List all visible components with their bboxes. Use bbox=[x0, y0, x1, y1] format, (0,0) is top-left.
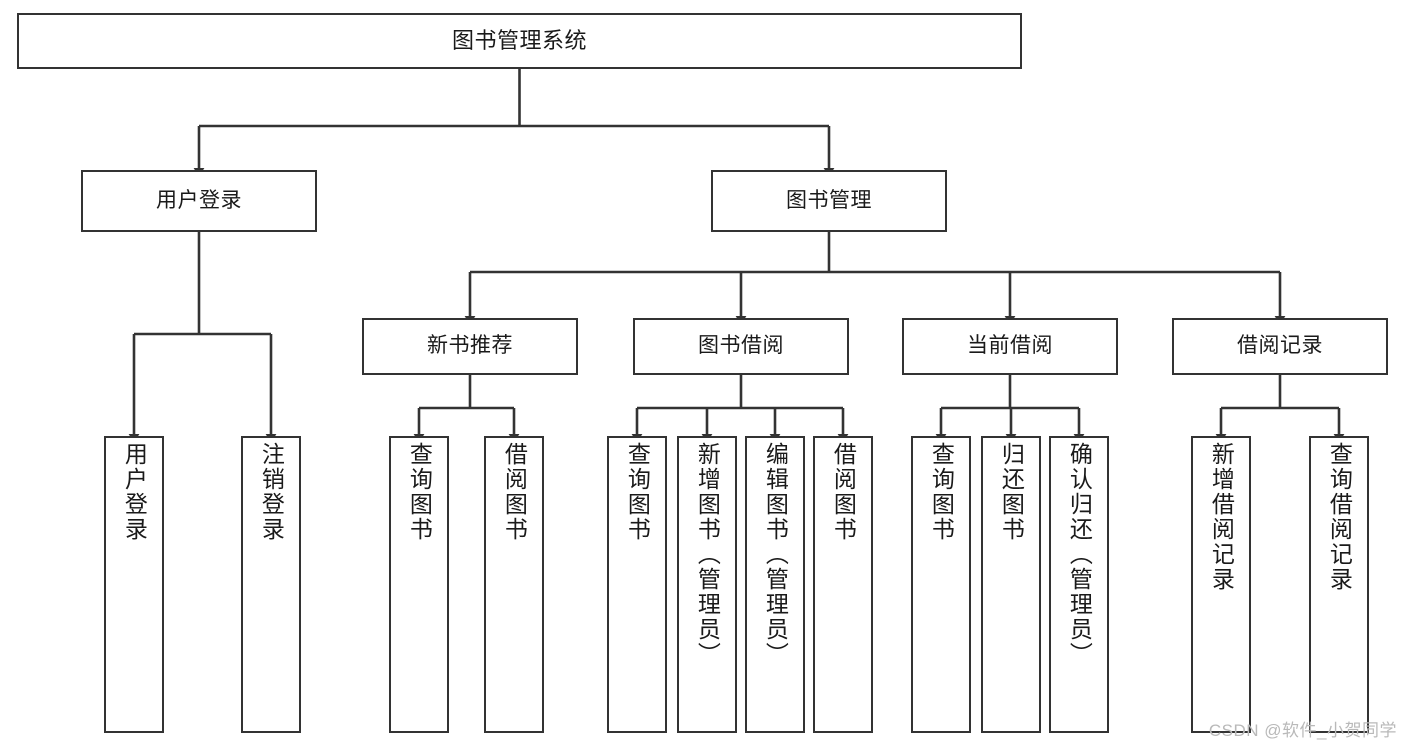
node-leaf-user-logout[interactable]: 注销登录 bbox=[241, 436, 301, 733]
node-label: 图书借阅 bbox=[698, 334, 784, 358]
node-label: 新书推荐 bbox=[427, 334, 513, 358]
node-root[interactable]: 图书管理系统 bbox=[17, 13, 1022, 69]
node-label: 借阅图书 bbox=[501, 442, 528, 542]
node-label: 查询图书 bbox=[928, 442, 955, 542]
node-leaf-br-add[interactable]: 新增借阅记录 bbox=[1191, 436, 1251, 733]
node-leaf-bb-edit[interactable]: 编辑图书（管理员） bbox=[745, 436, 805, 733]
node-borrow-record[interactable]: 借阅记录 bbox=[1172, 318, 1388, 375]
node-label: 图书管理 bbox=[786, 188, 872, 212]
node-label: 注销登录 bbox=[258, 442, 285, 542]
node-user-login[interactable]: 用户登录 bbox=[81, 170, 317, 232]
node-leaf-bb-add[interactable]: 新增图书（管理员） bbox=[677, 436, 737, 733]
node-leaf-user-login[interactable]: 用户登录 bbox=[104, 436, 164, 733]
node-label: 确认归还（管理员） bbox=[1066, 442, 1093, 667]
node-leaf-cb-query[interactable]: 查询图书 bbox=[911, 436, 971, 733]
node-leaf-rec-query[interactable]: 查询图书 bbox=[389, 436, 449, 733]
node-book-manage[interactable]: 图书管理 bbox=[711, 170, 947, 232]
node-label: 借阅记录 bbox=[1237, 334, 1323, 358]
node-leaf-cb-confirm[interactable]: 确认归还（管理员） bbox=[1049, 436, 1109, 733]
node-label: 编辑图书（管理员） bbox=[762, 442, 789, 667]
node-label: 用户登录 bbox=[156, 188, 242, 212]
node-label: 当前借阅 bbox=[967, 334, 1053, 358]
node-label: 归还图书 bbox=[998, 442, 1025, 542]
node-new-book-rec[interactable]: 新书推荐 bbox=[362, 318, 578, 375]
node-label: 图书管理系统 bbox=[451, 28, 587, 54]
node-label: 新增借阅记录 bbox=[1208, 442, 1235, 592]
watermark: CSDN @软件_小贺同学 bbox=[1208, 721, 1397, 740]
node-label: 查询图书 bbox=[624, 442, 651, 542]
node-leaf-cb-return[interactable]: 归还图书 bbox=[981, 436, 1041, 733]
node-leaf-bb-query[interactable]: 查询图书 bbox=[607, 436, 667, 733]
node-current-borrow[interactable]: 当前借阅 bbox=[902, 318, 1118, 375]
node-leaf-bb-borrow[interactable]: 借阅图书 bbox=[813, 436, 873, 733]
node-book-borrow[interactable]: 图书借阅 bbox=[633, 318, 849, 375]
node-leaf-br-query[interactable]: 查询借阅记录 bbox=[1309, 436, 1369, 733]
node-label: 借阅图书 bbox=[830, 442, 857, 542]
node-label: 查询图书 bbox=[406, 442, 433, 542]
node-label: 用户登录 bbox=[121, 442, 148, 542]
node-label: 新增图书（管理员） bbox=[694, 442, 721, 667]
connector-lines bbox=[128, 69, 1345, 443]
node-label: 查询借阅记录 bbox=[1326, 442, 1353, 592]
node-leaf-rec-borrow[interactable]: 借阅图书 bbox=[484, 436, 544, 733]
